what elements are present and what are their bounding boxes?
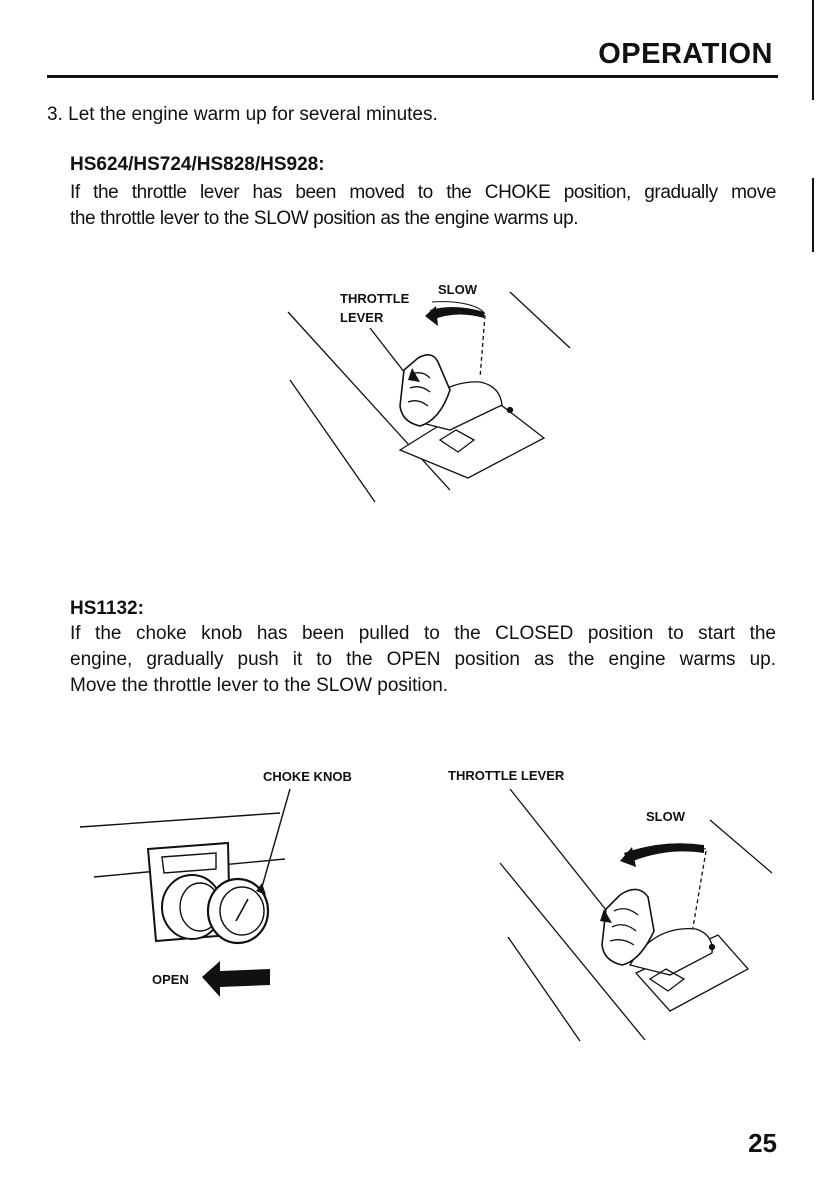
page-number: 25 — [748, 1128, 777, 1158]
page-header-title: OPERATION — [598, 38, 773, 70]
section-1-paragraph: If the throttle lever has been moved to … — [70, 180, 776, 232]
side-bar-top — [812, 0, 814, 100]
label-throttle-lever-2: THROTTLE LEVER — [448, 768, 565, 783]
section-2-models: HS1132: — [70, 598, 144, 619]
figure-throttle-lever: THROTTLE LEVER SLOW — [287, 282, 571, 503]
section-1-line-2: the throttle lever to the SLOW position … — [70, 208, 579, 229]
label-slow-2: SLOW — [646, 809, 686, 824]
section-2-line-1: If the choke knob has been pulled to the… — [70, 623, 776, 644]
figure-throttle-lever-2: THROTTLE LEVER SLOW — [448, 768, 773, 1042]
header-rule — [47, 75, 778, 78]
section-2-line-3: Move the throttle lever to the SLOW posi… — [70, 675, 449, 696]
figure-choke-knob: CHOKE KNOB OPEN — [79, 769, 352, 997]
label-open: OPEN — [152, 972, 189, 987]
step-3-text: 3. Let the engine warm up for several mi… — [47, 104, 438, 125]
section-2-paragraph: If the choke knob has been pulled to the… — [70, 621, 776, 699]
label-throttle-line2: LEVER — [340, 310, 384, 325]
label-slow-1: SLOW — [438, 282, 478, 297]
side-bar-mid — [812, 178, 814, 252]
section-1-line-1: If the throttle lever has been moved to … — [70, 182, 776, 203]
section-2-line-2: engine, gradually push it to the OPEN po… — [70, 649, 776, 670]
label-choke-knob: CHOKE KNOB — [263, 769, 352, 784]
section-1-models: HS624/HS724/HS828/HS928: — [70, 154, 325, 175]
label-throttle-line1: THROTTLE — [340, 291, 410, 306]
